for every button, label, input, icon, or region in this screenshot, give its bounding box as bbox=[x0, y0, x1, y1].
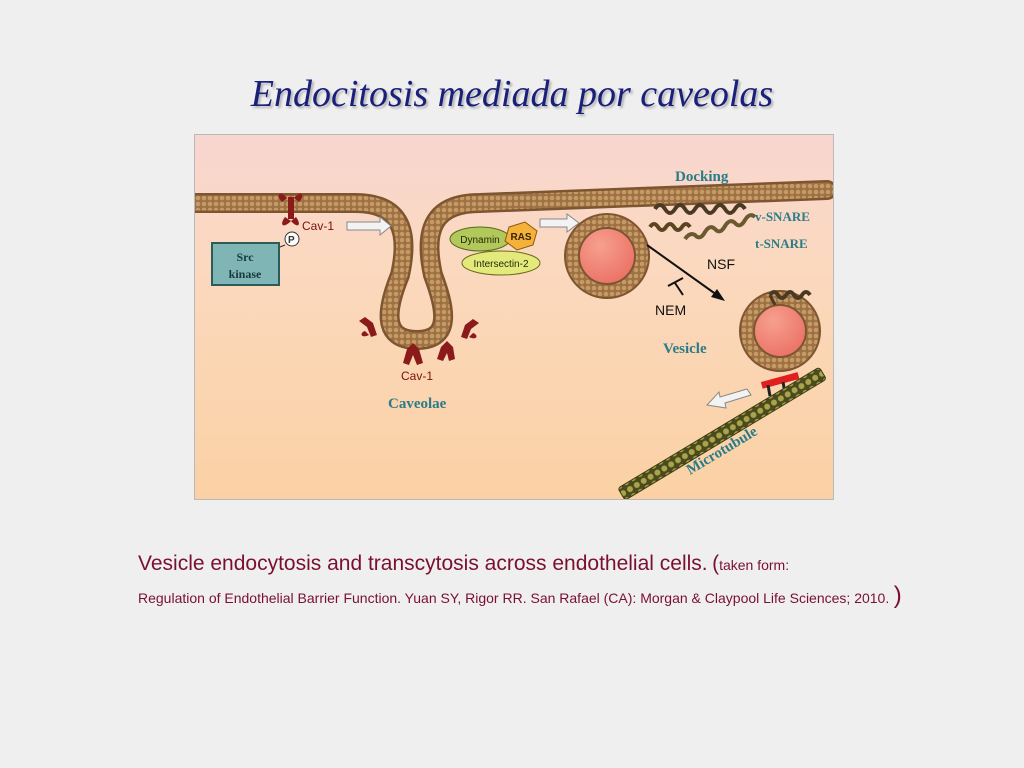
ras-hexagon bbox=[504, 221, 538, 251]
src-kinase-box bbox=[211, 242, 280, 286]
caption-line2: Regulation of Endothelial Barrier Functi… bbox=[138, 582, 958, 610]
caveolae-label: Caveolae bbox=[388, 396, 447, 412]
arrow-to-vesicle bbox=[539, 213, 580, 233]
phospho-marker bbox=[284, 231, 300, 247]
nem-label: NEM bbox=[655, 302, 686, 318]
caption-reference: Regulation of Endothelial Barrier Functi… bbox=[138, 590, 890, 606]
nsf-arrow bbox=[646, 244, 718, 296]
slide-title: Endocitosis mediada por caveolas bbox=[250, 73, 774, 115]
nem-inhibitor bbox=[674, 282, 684, 296]
caveolae-diagram: Cav-1 P Src kinase Dynamin RAS Intersect… bbox=[194, 134, 834, 500]
cav1-top-label: Cav-1 bbox=[302, 219, 334, 233]
intersectin-ellipse bbox=[461, 250, 541, 276]
arrow-to-caveola bbox=[346, 215, 392, 237]
docking-label: Docking bbox=[675, 169, 729, 185]
vesicle-label: Vesicle bbox=[663, 341, 707, 357]
v-snare-coil bbox=[653, 203, 747, 215]
microtubule bbox=[618, 367, 826, 499]
ras-label: RAS bbox=[510, 232, 531, 243]
t-snare-coil bbox=[683, 213, 757, 241]
motor-protein bbox=[760, 372, 800, 389]
intersectin-label: Intersectin-2 bbox=[473, 259, 528, 270]
figure-caption: Vesicle endocytosis and transcytosis acr… bbox=[138, 552, 958, 610]
cav1-protein-top bbox=[278, 193, 303, 226]
caption-main: Vesicle endocytosis and transcytosis acr… bbox=[138, 552, 708, 575]
caption-taken: taken form: bbox=[719, 557, 790, 573]
dynamin-label: Dynamin bbox=[460, 235, 499, 246]
src-kinase-label-line2: kinase bbox=[229, 267, 262, 281]
caption-open-paren: ( bbox=[712, 552, 720, 575]
v-snare-label: v-SNARE bbox=[755, 209, 810, 224]
src-kinase-label-line1: Src bbox=[236, 250, 254, 264]
caption-close-paren: ) bbox=[893, 582, 902, 609]
nsf-label: NSF bbox=[707, 256, 735, 272]
arrow-along-microtubule bbox=[705, 388, 752, 409]
phospho-label: P bbox=[288, 235, 295, 246]
cav1-proteins-caveola bbox=[359, 317, 479, 365]
cav1-bottom-label: Cav-1 bbox=[401, 369, 433, 383]
caption-line1: Vesicle endocytosis and transcytosis acr… bbox=[138, 552, 958, 576]
t-snare-label: t-SNARE bbox=[755, 236, 808, 251]
